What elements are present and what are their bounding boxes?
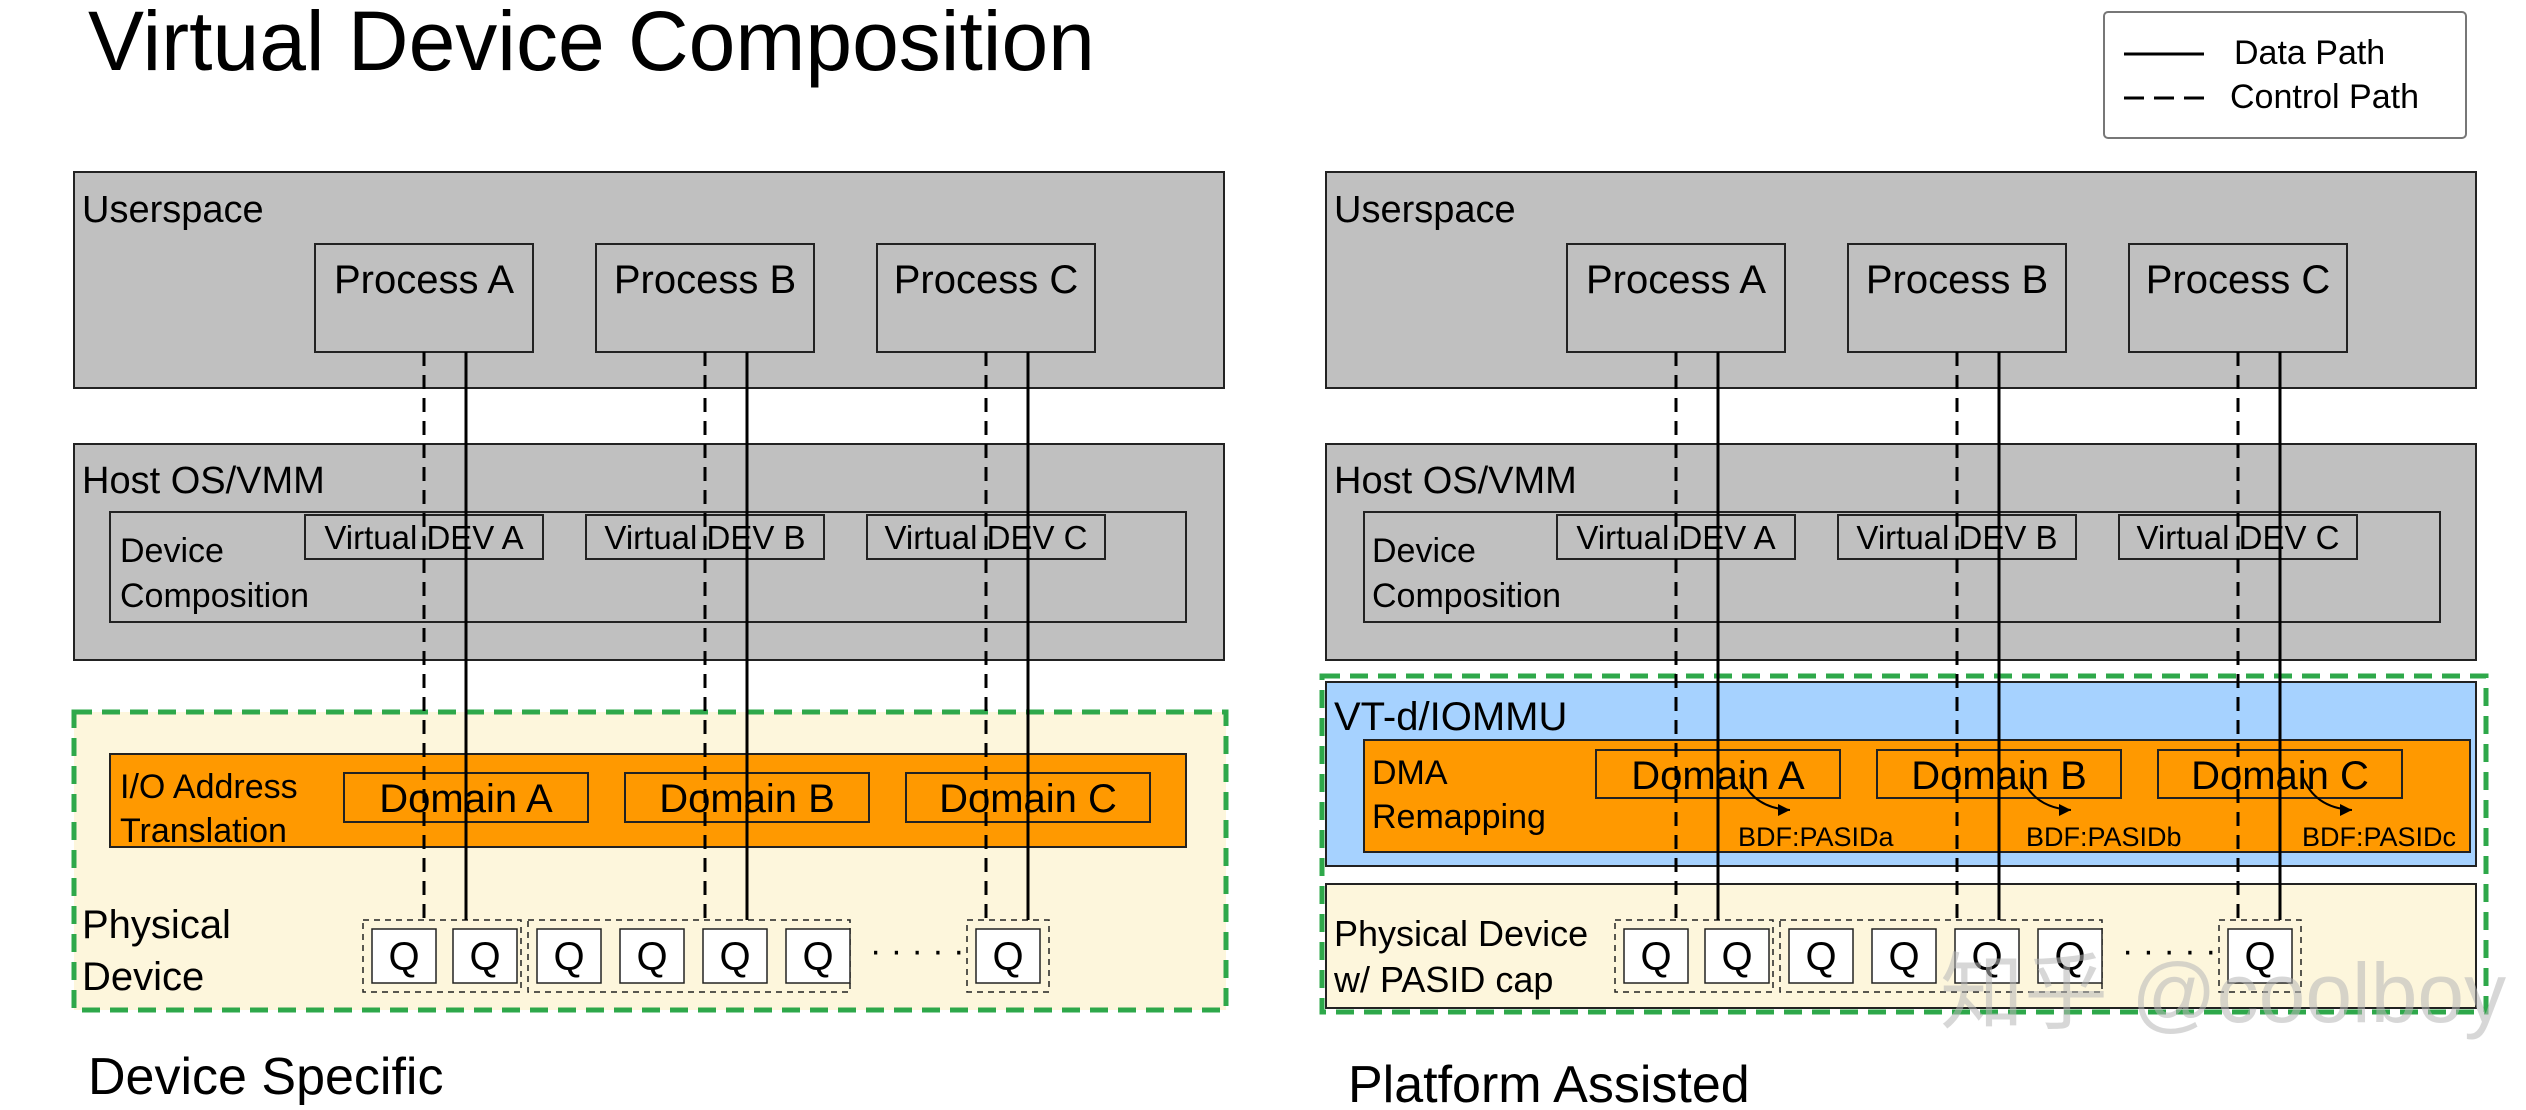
right-queue-box-2 — [1704, 928, 1770, 984]
right-host-label: Host OS/VMM — [1334, 460, 1577, 502]
left-translation-label-2: Translation — [120, 812, 287, 850]
left-queue-box-5 — [702, 928, 768, 984]
right-queue-group-a — [1614, 919, 1774, 993]
right-queue-label-3: Q — [1805, 935, 1836, 979]
right-queue-box-6 — [2037, 928, 2103, 984]
left-queue-box-3 — [536, 928, 602, 984]
left-queue-box-4 — [619, 928, 685, 984]
left-userspace-label: Userspace — [82, 189, 264, 231]
left-queue-box-1 — [371, 928, 437, 984]
left-process-c: Process C — [894, 258, 1079, 302]
left-queue-label-7: Q — [992, 935, 1023, 979]
left-process-a-box — [314, 243, 534, 353]
left-queue-label-3: Q — [553, 935, 584, 979]
right-caption: Platform Assisted — [1348, 1056, 1750, 1110]
right-process-b: Process B — [1866, 258, 2048, 302]
left-queue-dots: · · · · · — [870, 932, 964, 970]
right-queue-box-1 — [1623, 928, 1689, 984]
right-bdf-a-arrowhead — [1778, 804, 1790, 816]
left-physical-label-1: Physical — [82, 903, 231, 947]
legend-control-path: Control Path — [2230, 78, 2419, 116]
right-bdf-c: BDF:PASIDc — [2302, 822, 2456, 852]
left-panel: Userspace Process A Process B Process C … — [71, 171, 1229, 1106]
right-queue-label-7: Q — [2244, 935, 2275, 979]
left-process-b: Process B — [614, 258, 796, 302]
left-queue-box-2 — [452, 928, 518, 984]
watermark: 知乎 @coolboy — [1940, 946, 2506, 1040]
right-userspace-label: Userspace — [1334, 189, 1516, 231]
right-physical-label-1: Physical Device — [1334, 913, 1588, 954]
right-composition-label-1: Device — [1372, 532, 1476, 570]
legend-data-path: Data Path — [2234, 34, 2385, 72]
left-process-b-box — [595, 243, 815, 353]
right-process-a-box — [1566, 243, 1786, 353]
right-device-outline — [1319, 673, 2489, 1015]
left-translation-label-1: I/O Address — [120, 768, 298, 806]
right-process-c: Process C — [2146, 258, 2331, 302]
left-physical-label-2: Device — [82, 955, 204, 999]
right-queue-label-4: Q — [1888, 935, 1919, 979]
right-queue-label-5: Q — [1971, 935, 2002, 979]
right-queue-dots: · · · · · — [2122, 932, 2216, 970]
right-remapping-label-2: Remapping — [1372, 798, 1546, 836]
left-queue-group-a — [362, 919, 522, 993]
left-process-c-box — [876, 243, 1096, 353]
legend: Data Path Control Path — [2103, 11, 2467, 139]
right-process-b-box — [1847, 243, 2067, 353]
right-composition-label-2: Composition — [1372, 577, 1561, 615]
left-process-a: Process A — [334, 258, 514, 302]
right-remapping-label-1: DMA — [1372, 754, 1448, 792]
right-iommu-label: VT-d/IOMMU — [1334, 695, 1567, 739]
right-panel: Userspace Process A Process B Process C … — [1319, 171, 2489, 1110]
right-queue-label-2: Q — [1721, 935, 1752, 979]
left-queue-label-4: Q — [636, 935, 667, 979]
left-queue-label-5: Q — [719, 935, 750, 979]
left-composition-label-2: Composition — [120, 577, 309, 615]
right-bdf-c-arrowhead — [2340, 804, 2352, 816]
left-queue-box-7 — [975, 928, 1041, 984]
left-device-outline — [71, 709, 1229, 1013]
right-queue-label-1: Q — [1640, 935, 1671, 979]
right-process-a: Process A — [1586, 258, 1766, 302]
right-bdf-b: BDF:PASIDb — [2026, 822, 2182, 852]
left-composition-label-1: Device — [120, 532, 224, 570]
right-queue-box-3 — [1788, 928, 1854, 984]
diagram-title: Virtual Device Composition — [88, 0, 1095, 88]
right-queue-label-6: Q — [2054, 935, 2085, 979]
right-bdf-a: BDF:PASIDa — [1738, 822, 1895, 852]
left-queue-label-1: Q — [388, 935, 419, 979]
right-process-c-box — [2128, 243, 2348, 353]
left-queue-box-6 — [785, 928, 851, 984]
left-host-label: Host OS/VMM — [82, 460, 325, 502]
left-caption: Device Specific — [88, 1048, 443, 1106]
left-queue-label-6: Q — [802, 935, 833, 979]
right-queue-box-5 — [1954, 928, 2020, 984]
left-queue-label-2: Q — [469, 935, 500, 979]
right-bdf-b-arrowhead — [2059, 804, 2071, 816]
right-queue-box-7 — [2227, 928, 2293, 984]
right-queue-box-4 — [1871, 928, 1937, 984]
right-physical-label-2: w/ PASID cap — [1333, 959, 1553, 1000]
